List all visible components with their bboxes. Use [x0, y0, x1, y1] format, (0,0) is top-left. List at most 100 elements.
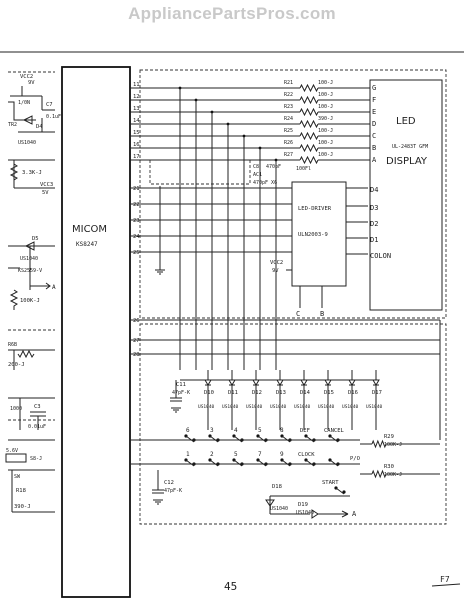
key-top-3: 4 — [234, 427, 238, 434]
r25-name: R25 — [284, 128, 293, 134]
pin-27: 27 — [133, 338, 140, 344]
key-start: START — [322, 480, 339, 486]
key-top-2: 3 — [210, 427, 214, 434]
c3-value: 0.01uF — [28, 424, 46, 430]
seg-g: G — [372, 84, 376, 92]
switch-bot-2-lever — [233, 459, 243, 467]
key-bot-1: 1 — [186, 451, 190, 458]
pin-25: 25 — [133, 250, 140, 256]
switch-bot-4-lever — [281, 459, 291, 467]
segment-resistor-3 — [299, 119, 319, 129]
r18-value: 390-J — [14, 504, 31, 510]
seg-a: A — [372, 156, 377, 164]
switch-bot-3-lever — [257, 459, 267, 467]
pin-21: 21 — [133, 186, 140, 192]
pin-13: 13 — [133, 106, 140, 112]
vcc3-volt: 5V — [42, 190, 49, 196]
d18-label: D18 — [272, 484, 282, 490]
segment-resistor-6 — [299, 155, 319, 165]
ac1-value: 470pF X6 — [253, 180, 277, 186]
c7-label: C7 — [46, 102, 53, 108]
r-100k-value: 100K-J — [20, 298, 40, 304]
watermark: AppliancePartsPros.com — [128, 4, 336, 23]
d18-diode — [265, 499, 275, 507]
d5-part: US1040 — [20, 256, 38, 262]
switch-top-2-lever — [233, 435, 243, 443]
segment-resistor-1 — [299, 95, 319, 105]
switch-top-1-lever — [209, 435, 219, 443]
r27-value: 100-J — [318, 152, 333, 158]
segment-junction-2 — [210, 110, 214, 114]
seg-d: D — [372, 120, 376, 128]
d17-part: US1040 — [366, 404, 383, 410]
d13-part: US1040 — [270, 404, 287, 410]
pin-26: 26 — [133, 318, 140, 324]
switch-bot-1-lever — [209, 459, 219, 467]
diode-2 — [252, 379, 260, 386]
d13-label: D13 — [276, 390, 286, 396]
d10-label: D10 — [204, 390, 214, 396]
c3-label: C3 — [34, 404, 41, 410]
page-number: 45 — [224, 580, 237, 593]
d18-part: US1040 — [270, 506, 288, 512]
pin-16: 16 — [133, 142, 140, 148]
diode-3 — [276, 379, 284, 386]
segment-junction-5 — [258, 146, 262, 150]
arrow-a2-2 — [341, 513, 349, 518]
d15-part: US1040 — [318, 404, 335, 410]
r29-value: 100K-J — [384, 442, 402, 448]
switch-top-0-lever — [185, 435, 195, 443]
arrow-a2-1 — [341, 510, 349, 515]
digit-d4: D4 — [370, 186, 378, 194]
segment-resistor-rows: 11 12 13 14 15 16 17 R21 R22 R23 R24 R25… — [133, 80, 377, 172]
key-bot-clock: CLOCK — [298, 452, 315, 458]
c12-label: C12 — [164, 480, 174, 486]
c8-value: 470pF — [266, 164, 281, 170]
r30-resistor — [371, 469, 387, 479]
r21-value: 100-J — [318, 80, 333, 86]
left-circuits: VCC2 9V 1/0N C7 0.1uF D4 TR2 US1040 3.3K… — [5, 74, 61, 513]
r30-value: 100K-J — [384, 472, 402, 478]
r24-value: 390-J — [318, 116, 333, 122]
segment-junction-1 — [194, 98, 198, 102]
pin-17: 17 — [133, 154, 140, 160]
d11-label: D11 — [228, 390, 238, 396]
r27-name: R27 — [284, 152, 293, 158]
d16-part: US1040 — [342, 404, 359, 410]
vcc3-label: VCC3 — [40, 182, 53, 188]
d14-part: US1040 — [294, 404, 311, 410]
d4-part: US1040 — [18, 140, 36, 146]
pin-12: 12 — [133, 94, 140, 100]
bottom-letter-c: C — [296, 310, 300, 318]
segment-junction-4 — [242, 134, 246, 138]
vcc2-top-label: VCC2 — [20, 74, 33, 80]
switch-start-lever — [335, 487, 345, 495]
diode-0 — [204, 379, 212, 386]
d14-label: D14 — [300, 390, 311, 396]
d19-label: D19 — [298, 502, 308, 508]
d10-part: US1040 — [198, 404, 215, 410]
digit-d1: D1 — [370, 236, 378, 244]
c7-value: 0.1uF — [46, 114, 61, 120]
d15-label: D15 — [324, 390, 334, 396]
display-part: UL-2483T GFM — [392, 144, 428, 150]
driver-part: ULN2003-9 — [298, 232, 328, 238]
diode-labels: D10 D11 D12 D13 D14 D15 D16 D17 US1040 U… — [198, 390, 383, 410]
d17-label: D17 — [372, 390, 382, 396]
vcc2-mid-label: VCC2 — [270, 260, 283, 266]
d12-label: D12 — [252, 390, 262, 396]
micom-label: MICOM — [72, 224, 107, 235]
display-section-frame — [139, 69, 447, 319]
r29-label: R29 — [384, 434, 394, 440]
digit-d3: D3 — [370, 204, 378, 212]
r18-label: R18 — [16, 488, 26, 494]
d16-label: D16 — [348, 390, 358, 396]
led-title: LED — [396, 116, 416, 127]
seg-b: B — [372, 144, 376, 152]
key-bot-4: 7 — [258, 451, 262, 458]
c11-value: 47pF-K — [172, 390, 190, 396]
diode-5 — [324, 379, 332, 386]
key-top-5: 8 — [280, 427, 284, 434]
ub-label: 5.6V — [6, 448, 18, 454]
